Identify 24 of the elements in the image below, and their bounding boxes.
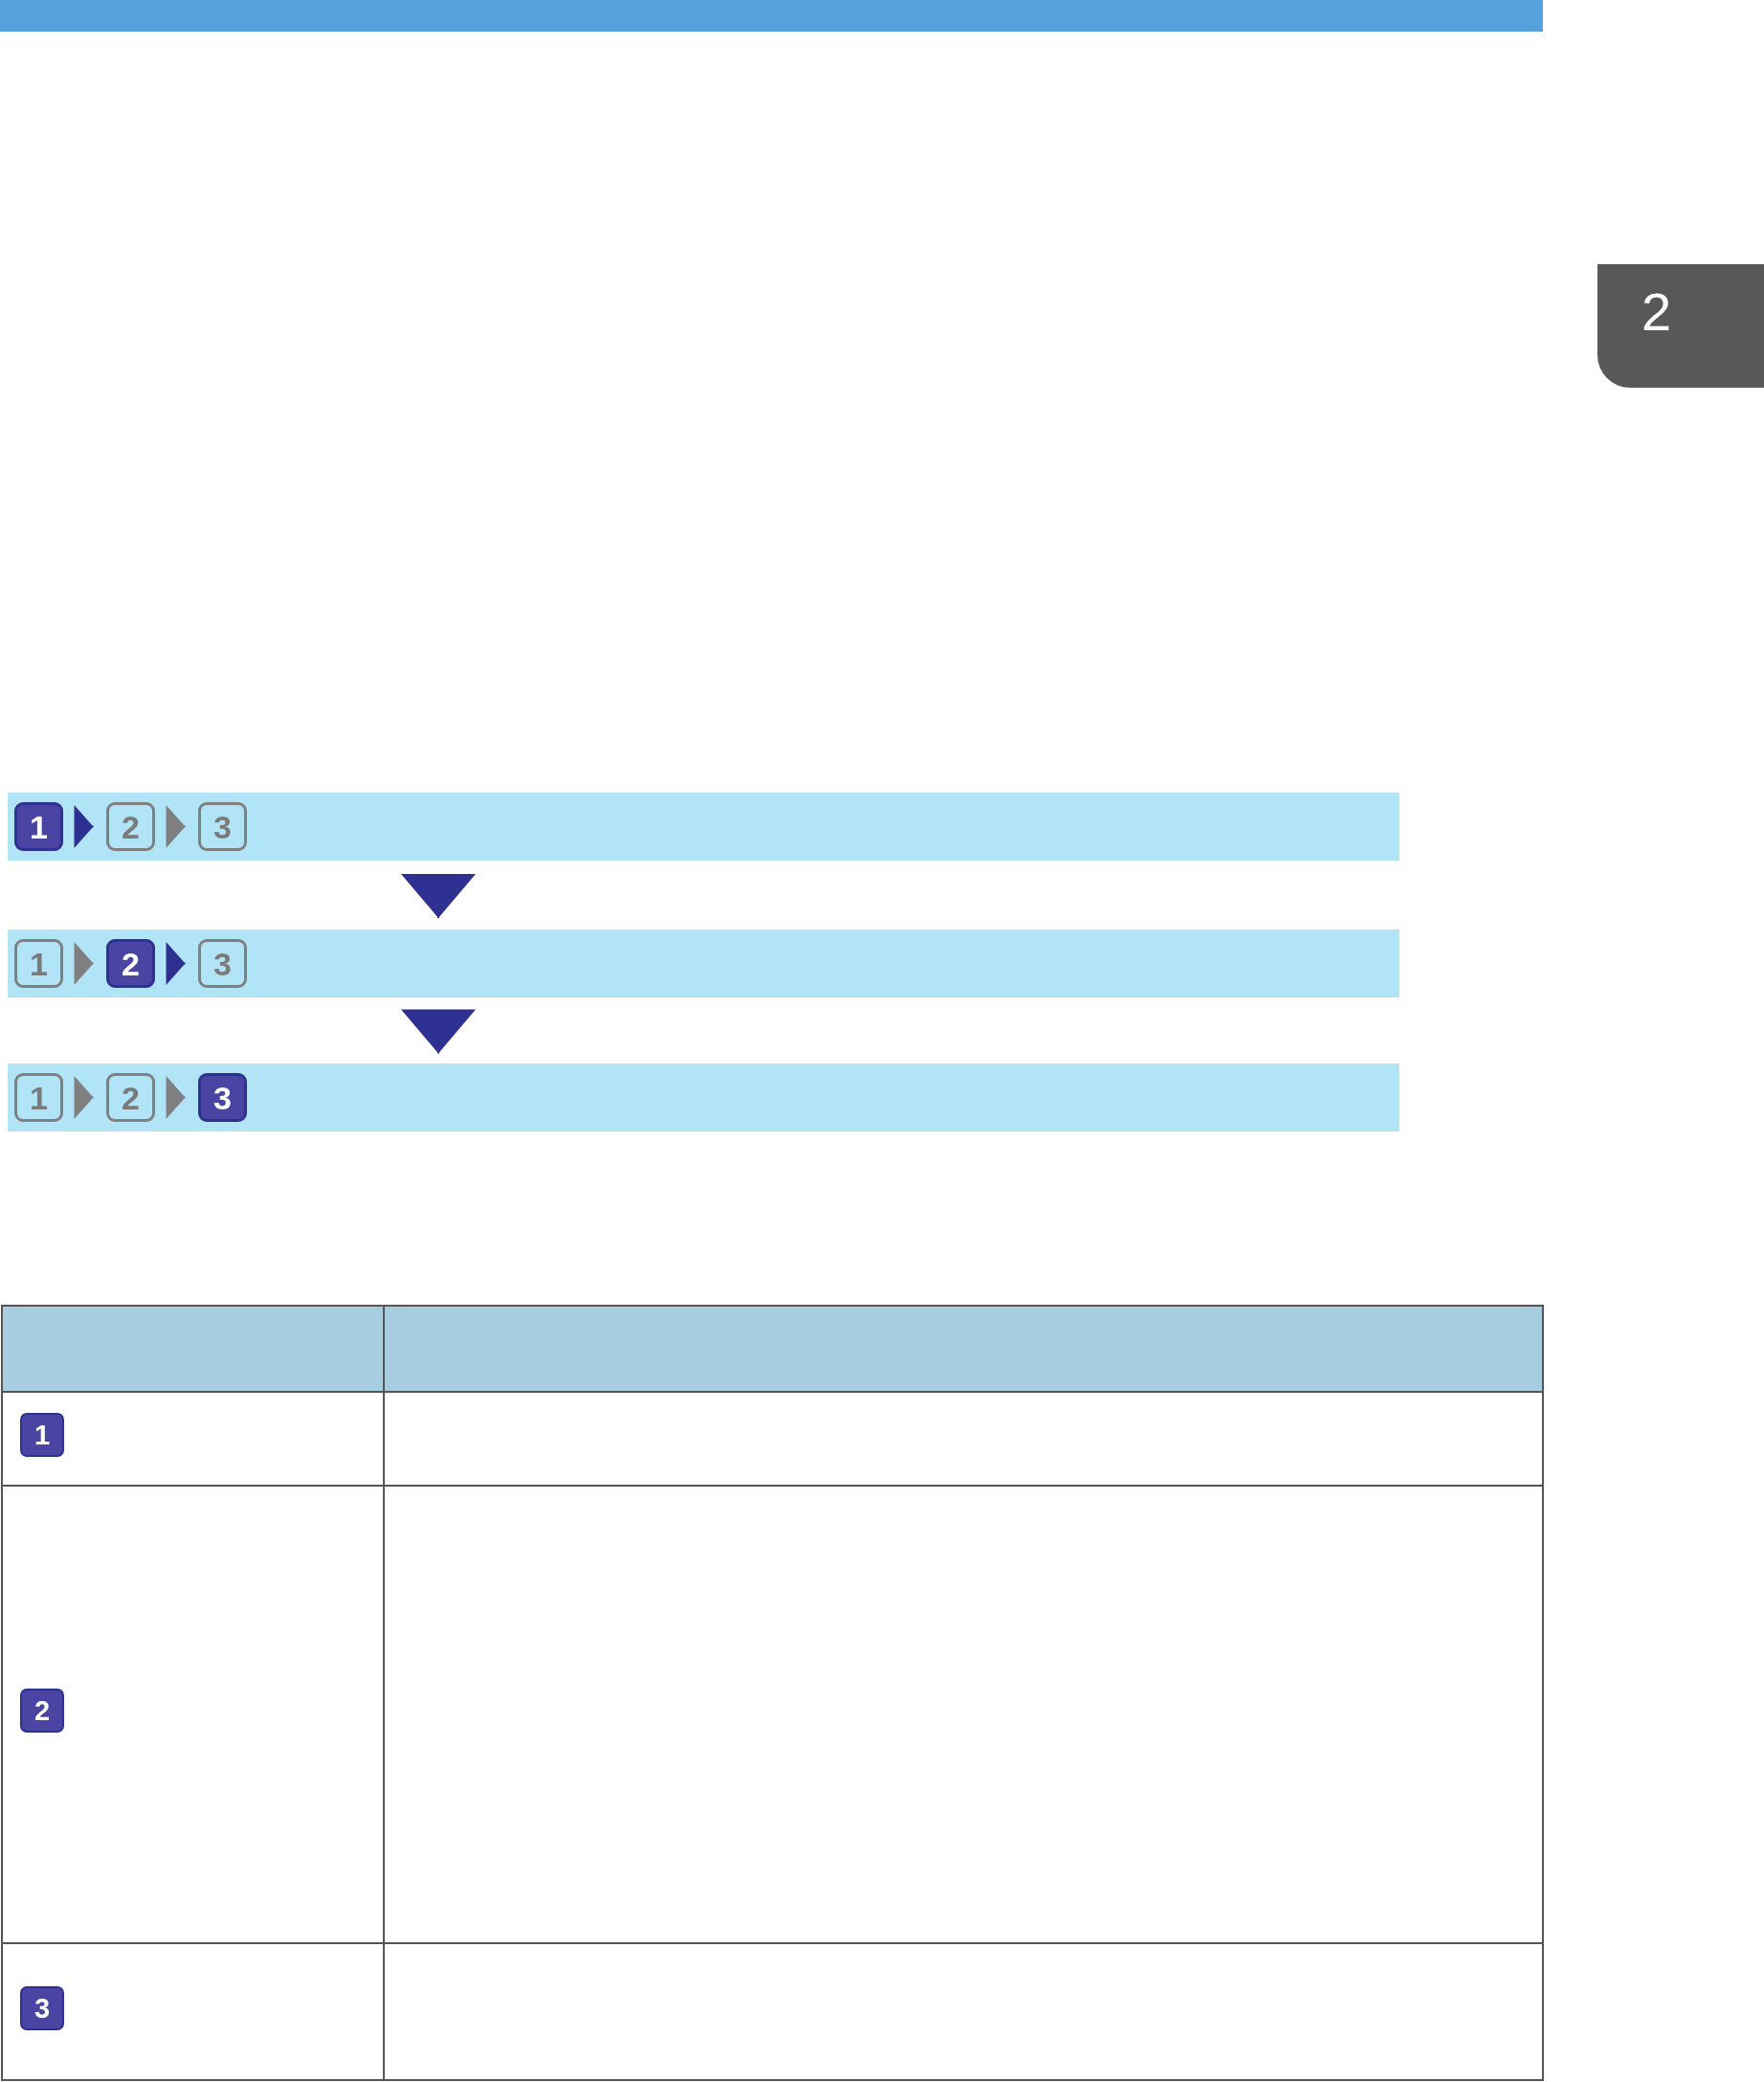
step-band: [8, 1063, 1399, 1131]
current-step-badge: 1: [14, 802, 63, 851]
current-step-badge: 2: [106, 939, 155, 988]
step-badge: 2: [106, 1073, 155, 1122]
chevron-arrow: [74, 805, 95, 848]
step-badge: 2: [106, 802, 155, 851]
down-arrow: [401, 1009, 476, 1055]
step-band: [8, 929, 1399, 997]
current-step-badge: 3: [198, 1073, 247, 1122]
step-badge: 1: [14, 1073, 63, 1122]
step-badge: 1: [14, 939, 63, 988]
chevron-arrow: [166, 805, 187, 848]
chevron-arrow: [74, 1076, 95, 1119]
step-band: [8, 793, 1399, 861]
row-number-badge: 1: [20, 1413, 64, 1457]
step-badge: 3: [198, 939, 247, 988]
row-number-badge: 3: [20, 1986, 64, 2030]
step-badge: 3: [198, 802, 247, 851]
chevron-arrow: [166, 1076, 187, 1119]
chevron-arrow: [74, 942, 95, 985]
row-number-badge: 2: [20, 1689, 64, 1733]
chevron-arrow: [166, 942, 187, 985]
down-arrow: [401, 874, 476, 919]
chapter-tab: 2: [1597, 264, 1764, 388]
